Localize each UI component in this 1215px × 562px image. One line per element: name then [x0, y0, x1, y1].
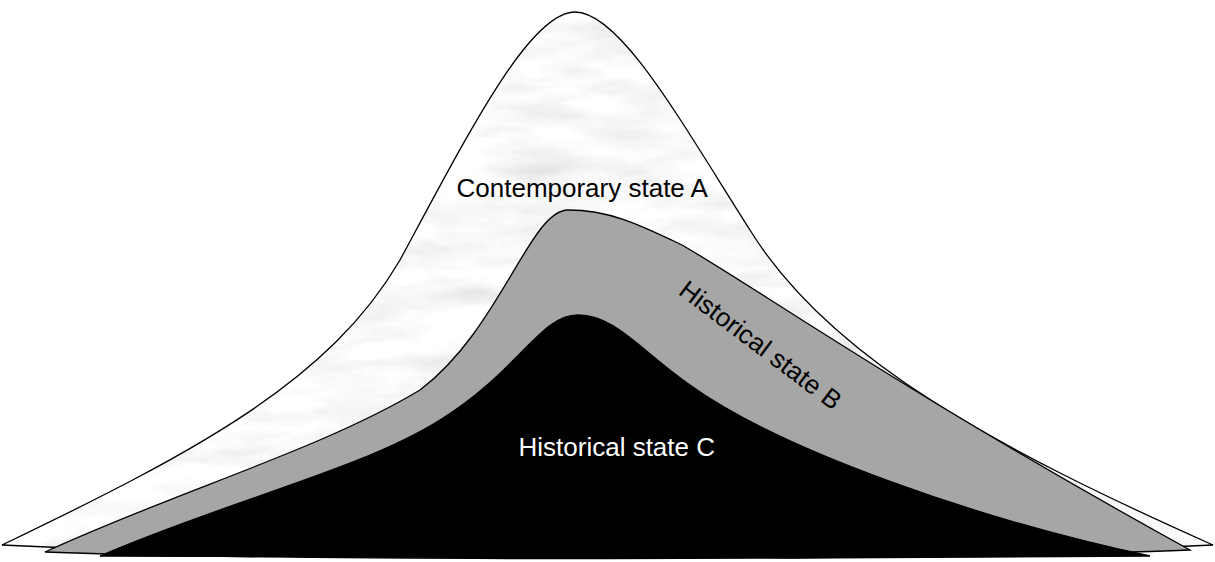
contemporary-layer: Contemporary state AHistorical state BHi… [0, 8, 1215, 562]
historical-layer-c: Historical state C [95, 310, 1155, 562]
layer-label: Contemporary state A [457, 173, 708, 203]
layer-border [45, 210, 1190, 559]
historical-layer-b: Historical state BHistorical state C [40, 205, 1195, 562]
layer-border [100, 315, 1150, 558]
layer-label: Historical state C [519, 432, 716, 462]
